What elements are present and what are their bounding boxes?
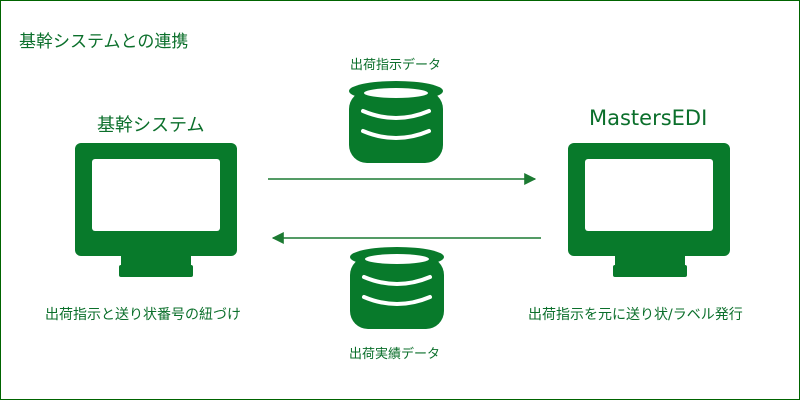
top-database-icon: [349, 81, 443, 163]
top-flow-label: 出荷指示データ: [350, 58, 442, 73]
left-system-description: 出荷指示と送り状番号の紐づけ: [45, 307, 241, 323]
diagram-title: 基幹システムとの連携: [19, 32, 189, 52]
bottom-database-icon: [350, 247, 444, 329]
right-system-name: MastersEDI: [589, 106, 708, 130]
left-system-monitor-icon: [75, 143, 237, 277]
left-system-name: 基幹システム: [97, 115, 205, 136]
right-system-description: 出荷指示を元に送り状/ラベル発行: [528, 307, 743, 323]
bottom-flow-label: 出荷実績データ: [349, 347, 441, 362]
right-system-monitor-icon: [568, 143, 730, 277]
